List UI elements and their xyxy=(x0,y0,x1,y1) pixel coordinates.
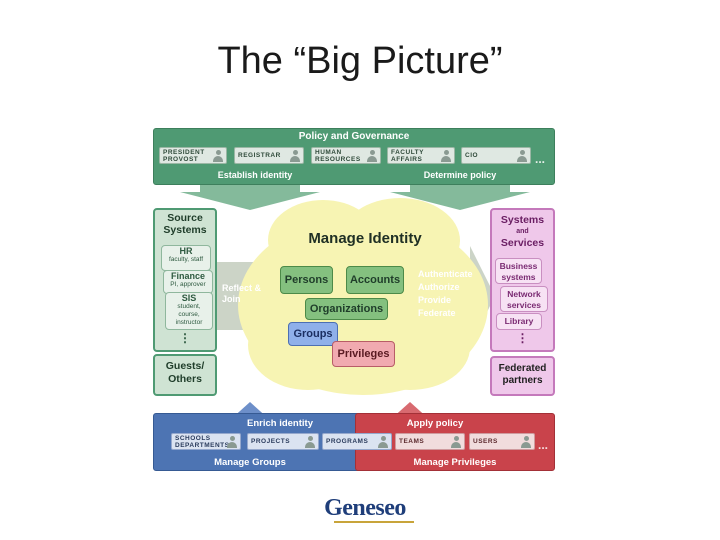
persons-box: Persons xyxy=(280,266,333,294)
geneseo-logo: Geneseo xyxy=(324,495,406,521)
establish-identity-caption: Establish identity xyxy=(217,170,293,180)
person-icon xyxy=(290,150,300,162)
person-icon xyxy=(213,150,223,162)
manage-identity-title: Manage Identity xyxy=(308,230,422,247)
systems-and: and xyxy=(516,228,529,235)
person-icon xyxy=(451,436,461,448)
manage-privileges-caption: Manage Privileges xyxy=(413,457,497,468)
privileges-chip-users: USERS xyxy=(469,433,535,450)
guests-panel xyxy=(153,354,217,396)
privileges-ellipsis: ... xyxy=(538,438,549,452)
source-sis: SIS student, course, instructor xyxy=(165,292,213,330)
slide-title: The “Big Picture” xyxy=(217,40,503,82)
person-icon xyxy=(227,436,237,448)
manage-groups-caption: Manage Groups xyxy=(214,457,286,468)
policy-chip-president-provost: PRESIDENT PROVOST xyxy=(159,147,227,164)
groups-box: Groups xyxy=(288,322,338,346)
policy-governance-title: Policy and Governance xyxy=(298,131,410,142)
groups-chip-projects: PROJECTS xyxy=(247,433,319,450)
logo-underline xyxy=(334,521,414,523)
apply-policy-caption: Apply policy xyxy=(406,418,464,429)
source-more: ⋮ xyxy=(179,331,191,345)
determine-policy-arrow xyxy=(390,185,530,210)
services-title: Services xyxy=(500,237,545,249)
person-icon xyxy=(367,150,377,162)
source-hr: HR faculty, staff xyxy=(161,245,211,271)
source-finance: Finance PI, approver xyxy=(163,270,213,294)
privileges-box: Privileges xyxy=(332,341,395,367)
actions-list: Authenticate Authorize Provide Federate xyxy=(418,268,488,320)
systems-business: Business systems xyxy=(495,258,542,284)
action-authorize: Authorize xyxy=(418,282,460,292)
systems-library: Library xyxy=(496,313,542,330)
systems-more: ⋮ xyxy=(516,331,529,345)
accounts-box: Accounts xyxy=(346,266,404,294)
policy-ellipsis: ... xyxy=(535,152,546,166)
privileges-chip-teams: TEAMS xyxy=(395,433,465,450)
person-icon xyxy=(441,150,451,162)
establish-identity-arrow xyxy=(180,185,320,210)
groups-chip-programs: PROGRAMS xyxy=(322,433,392,450)
action-federate: Federate xyxy=(418,308,456,318)
enrich-identity-caption: Enrich identity xyxy=(247,418,313,429)
person-icon xyxy=(521,436,531,448)
organizations-box: Organizations xyxy=(305,298,388,320)
policy-chip-registrar: REGISTRAR xyxy=(234,147,304,164)
systems-network: Network services xyxy=(500,286,548,312)
groups-chip-schools-departments: SCHOOLS DEPARTMENTS xyxy=(171,433,241,450)
person-icon xyxy=(305,436,315,448)
determine-policy-caption: Determine policy xyxy=(423,170,497,180)
policy-chip-cio: CIO xyxy=(461,147,531,164)
reflect-join-label: Reflect & Join xyxy=(222,283,262,304)
policy-chip-faculty-affairs: FACULTY AFFAIRS xyxy=(387,147,455,164)
systems-title: Systems xyxy=(500,214,545,226)
federated-label: Federated partners xyxy=(498,363,547,386)
person-icon xyxy=(517,150,527,162)
policy-chip-human-resources: HUMAN RESOURCES xyxy=(311,147,381,164)
person-icon xyxy=(378,436,388,448)
source-systems-title: Source Systems xyxy=(163,212,207,236)
federated-panel xyxy=(490,356,555,396)
action-authenticate: Authenticate xyxy=(418,269,473,279)
action-provide: Provide xyxy=(418,295,452,305)
guests-label: Guests/ Others xyxy=(165,360,205,385)
